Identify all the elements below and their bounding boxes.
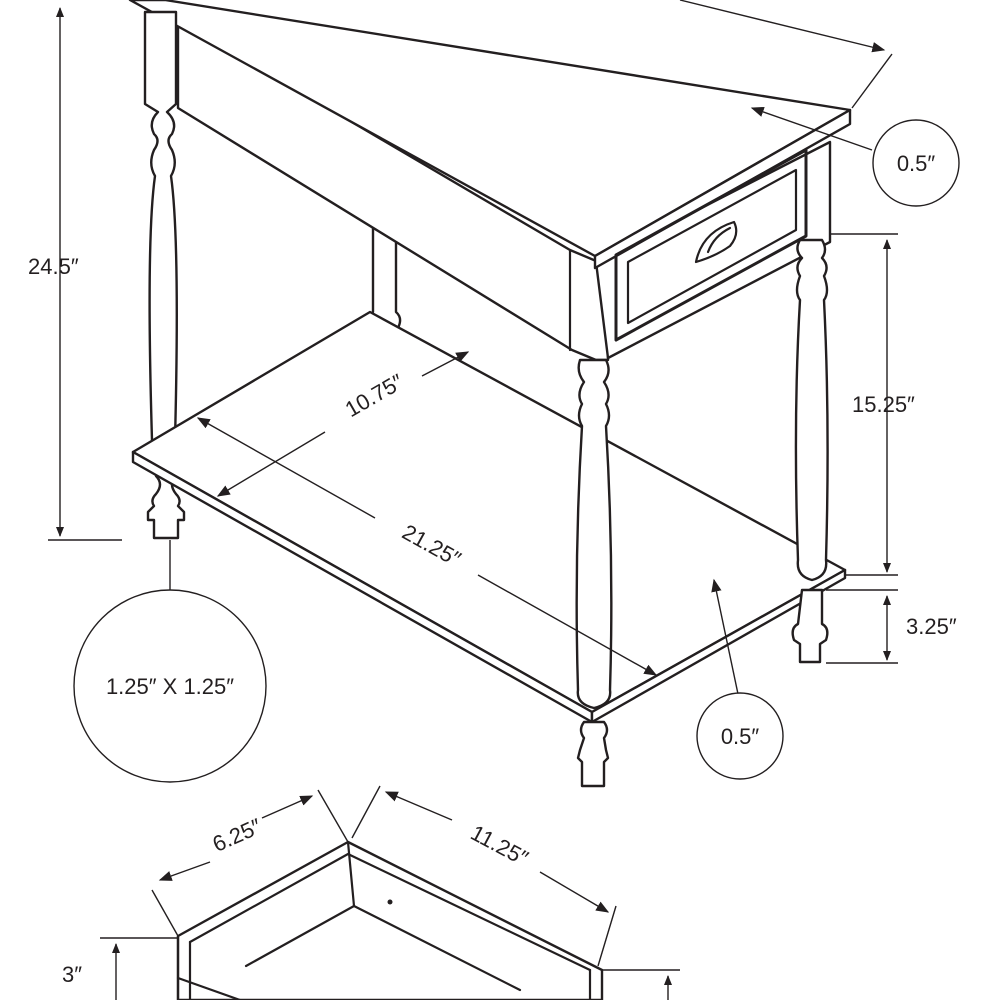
label-top-thickness: 0.5″ xyxy=(897,151,936,176)
callout-shelf-thickness xyxy=(696,692,784,780)
dimension-lines xyxy=(48,0,898,1000)
callout-top-thickness xyxy=(872,119,960,207)
right-leg xyxy=(791,238,829,664)
label-overall-height: 24.5″ xyxy=(28,254,79,279)
lower-shelf xyxy=(131,310,847,724)
label-drawer-depth: 6.25″ xyxy=(209,813,266,857)
label-drawer-height: 3″ xyxy=(62,962,82,987)
table-top xyxy=(128,0,852,270)
front-leg xyxy=(575,358,613,788)
callout-leg-size xyxy=(73,589,267,783)
drawer-front xyxy=(614,148,808,342)
label-leg-size: 1.25″ X 1.25″ xyxy=(106,674,234,699)
end-table-drawing xyxy=(128,0,852,788)
open-drawer-drawing xyxy=(176,840,604,1000)
label-shelf-thickness: 0.5″ xyxy=(721,724,760,749)
label-foot-height: 3.25″ xyxy=(906,614,957,639)
label-shelf-height: 15.25″ xyxy=(852,392,915,417)
label-drawer-width: 11.25″ xyxy=(467,820,533,871)
drawer-handle-icon xyxy=(694,220,738,264)
